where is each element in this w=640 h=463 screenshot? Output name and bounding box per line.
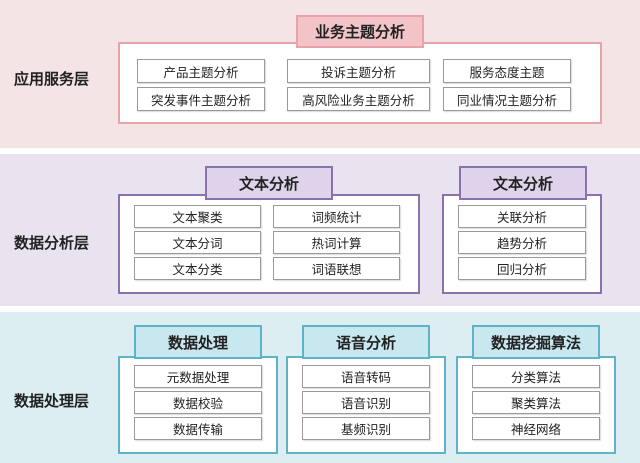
text-analysis-header: 文本分析 <box>205 166 333 200</box>
data-mining-header: 数据挖掘算法 <box>472 325 600 359</box>
layer-label: 数据处理层 <box>14 392 90 410</box>
processing-item: 聚类算法 <box>472 391 600 414</box>
analysis-item: 关联分析 <box>458 205 586 228</box>
processing-item: 数据传输 <box>134 417 262 440</box>
topic-item: 服务态度主题 <box>443 59 571 83</box>
analysis-item: 回归分析 <box>458 257 586 280</box>
processing-item: 神经网络 <box>472 417 600 440</box>
analysis-item: 文本聚类 <box>134 205 261 228</box>
analysis-item: 趋势分析 <box>458 231 586 254</box>
processing-item: 元数据处理 <box>134 365 262 388</box>
analysis-item: 文本分词 <box>134 231 261 254</box>
topic-item: 投诉主题分析 <box>287 59 430 83</box>
analysis-item: 文本分类 <box>134 257 261 280</box>
processing-item: 数据校验 <box>134 391 262 414</box>
layer-label: 应用服务层 <box>14 70 90 88</box>
processing-item: 分类算法 <box>472 365 600 388</box>
layer-label: 数据分析层 <box>14 234 90 252</box>
topic-item: 突发事件主题分析 <box>137 87 265 111</box>
app-service-layer: 应用服务层 业务主题分析 产品主题分析 投诉主题分析 服务态度主题 突发事件主题… <box>0 0 640 148</box>
topic-item: 同业情况主题分析 <box>443 87 571 111</box>
processing-item: 基频识别 <box>302 417 430 440</box>
topic-item: 产品主题分析 <box>137 59 265 83</box>
business-topic-group <box>118 42 602 124</box>
business-topic-header: 业务主题分析 <box>296 15 424 48</box>
data-processing-layer: 数据处理层 数据处理 元数据处理 数据校验 数据传输 语音分析 语音转码 语音识… <box>0 312 640 463</box>
processing-item: 语音转码 <box>302 365 430 388</box>
data-processing-header: 数据处理 <box>134 325 262 359</box>
analysis-item: 热词计算 <box>273 231 400 254</box>
processing-item: 语音识别 <box>302 391 430 414</box>
topic-item: 高风险业务主题分析 <box>287 87 430 111</box>
analysis-item: 词频统计 <box>273 205 400 228</box>
text-analysis-header-2: 文本分析 <box>459 166 587 200</box>
speech-analysis-header: 语音分析 <box>302 325 430 359</box>
analysis-item: 词语联想 <box>273 257 400 280</box>
data-analysis-layer: 数据分析层 文本分析 文本聚类 词频统计 文本分词 热词计算 文本分类 词语联想… <box>0 154 640 306</box>
